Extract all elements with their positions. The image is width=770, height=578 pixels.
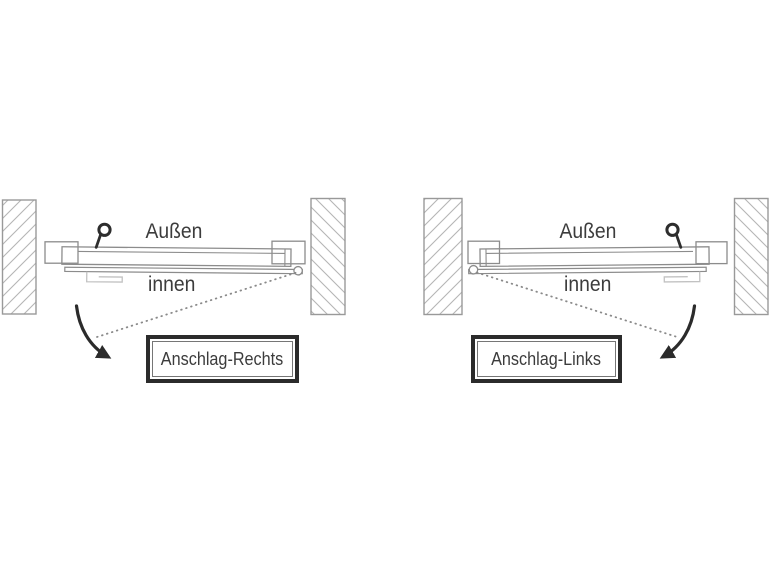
door-leaf-group <box>468 246 710 283</box>
wall-right-icon <box>733 197 769 316</box>
inside-label: innen <box>564 273 612 296</box>
drip-rail-bracket <box>86 271 123 283</box>
door-leaf-group <box>61 246 303 283</box>
inside-label: innen <box>148 273 196 296</box>
door-handle-icon <box>665 222 683 249</box>
hinge-right-caption: Anschlag-Rechts <box>161 348 284 369</box>
door-handle-icon <box>94 222 112 249</box>
outside-label: Außen <box>145 220 203 243</box>
door-panel <box>61 246 292 268</box>
hinge-left-caption-box: Anschlag-Links <box>471 335 622 383</box>
swing-arrow-icon <box>74 304 112 359</box>
diagram-anschlag-links <box>423 197 769 359</box>
wall-left-icon <box>423 197 463 316</box>
frame-block-left <box>44 241 79 264</box>
hinge-left-caption: Anschlag-Links <box>491 348 602 369</box>
door-open-dotted-line <box>96 271 297 338</box>
frame-block-left <box>467 240 501 265</box>
frame-block-right <box>695 241 728 265</box>
drip-rail-bracket <box>663 271 701 283</box>
wall-right-icon <box>310 197 346 316</box>
frame-block-right <box>271 240 306 265</box>
hinge-right-caption-box: Anschlag-Rechts <box>146 335 299 383</box>
diagram-anschlag-rechts <box>1 197 346 359</box>
outside-label: Außen <box>559 220 617 243</box>
wall-left-icon <box>1 199 37 315</box>
swing-arrow-icon <box>659 304 697 359</box>
hinge-pivot-icon <box>468 264 479 275</box>
door-panel <box>479 246 710 268</box>
door-open-dotted-line <box>476 271 677 338</box>
door-bottom-rail <box>468 266 707 275</box>
